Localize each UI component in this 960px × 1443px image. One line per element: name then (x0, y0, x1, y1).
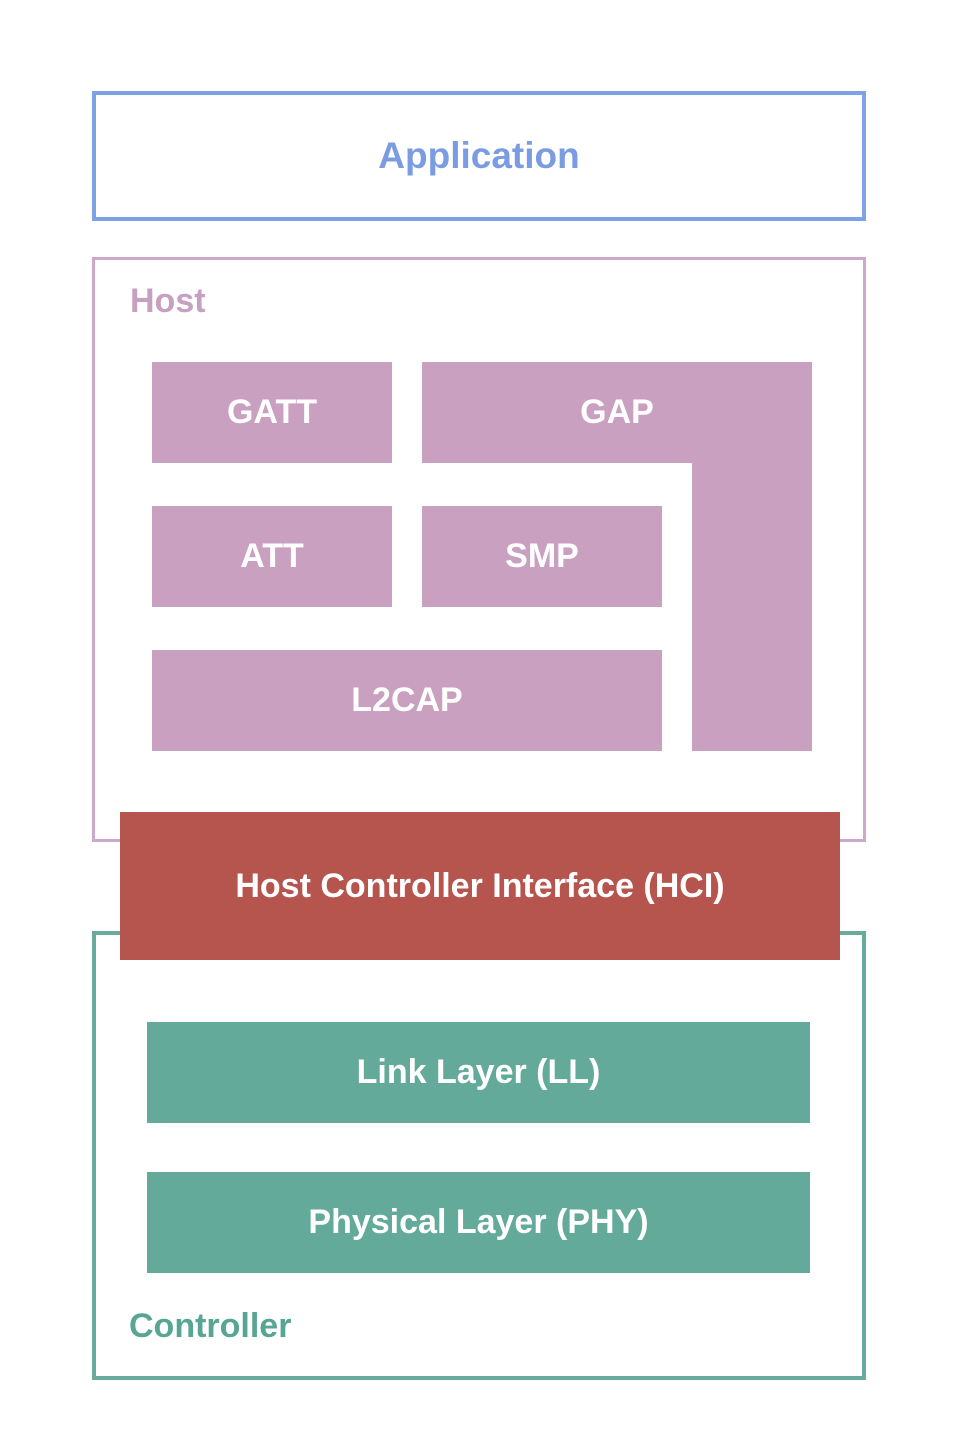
gap-block-top: GAP (422, 362, 812, 463)
att-block: ATT (152, 506, 392, 607)
controller-label: Controller (129, 1307, 292, 1345)
smp-label: SMP (505, 537, 579, 575)
physical-layer-label: Physical Layer (PHY) (308, 1203, 649, 1241)
link-layer-block: Link Layer (LL) (147, 1022, 810, 1123)
application-box: Application (92, 91, 866, 221)
physical-layer-block: Physical Layer (PHY) (147, 1172, 810, 1273)
l2cap-label: L2CAP (351, 681, 463, 719)
gap-label: GAP (580, 393, 654, 431)
hci-block: Host Controller Interface (HCI) (120, 812, 840, 960)
link-layer-label: Link Layer (LL) (356, 1053, 601, 1091)
host-box: Host GATT GAP ATT SMP L2CAP (92, 257, 866, 842)
smp-block: SMP (422, 506, 662, 607)
gatt-block: GATT (152, 362, 392, 463)
att-label: ATT (240, 537, 304, 575)
gap-block-extension (692, 463, 812, 751)
gatt-label: GATT (226, 393, 317, 431)
l2cap-block: L2CAP (152, 650, 662, 751)
hci-label: Host Controller Interface (HCI) (235, 866, 725, 905)
application-label: Application (378, 135, 580, 176)
controller-box: Link Layer (LL) Physical Layer (PHY) Con… (92, 931, 866, 1380)
host-label: Host (130, 282, 206, 320)
